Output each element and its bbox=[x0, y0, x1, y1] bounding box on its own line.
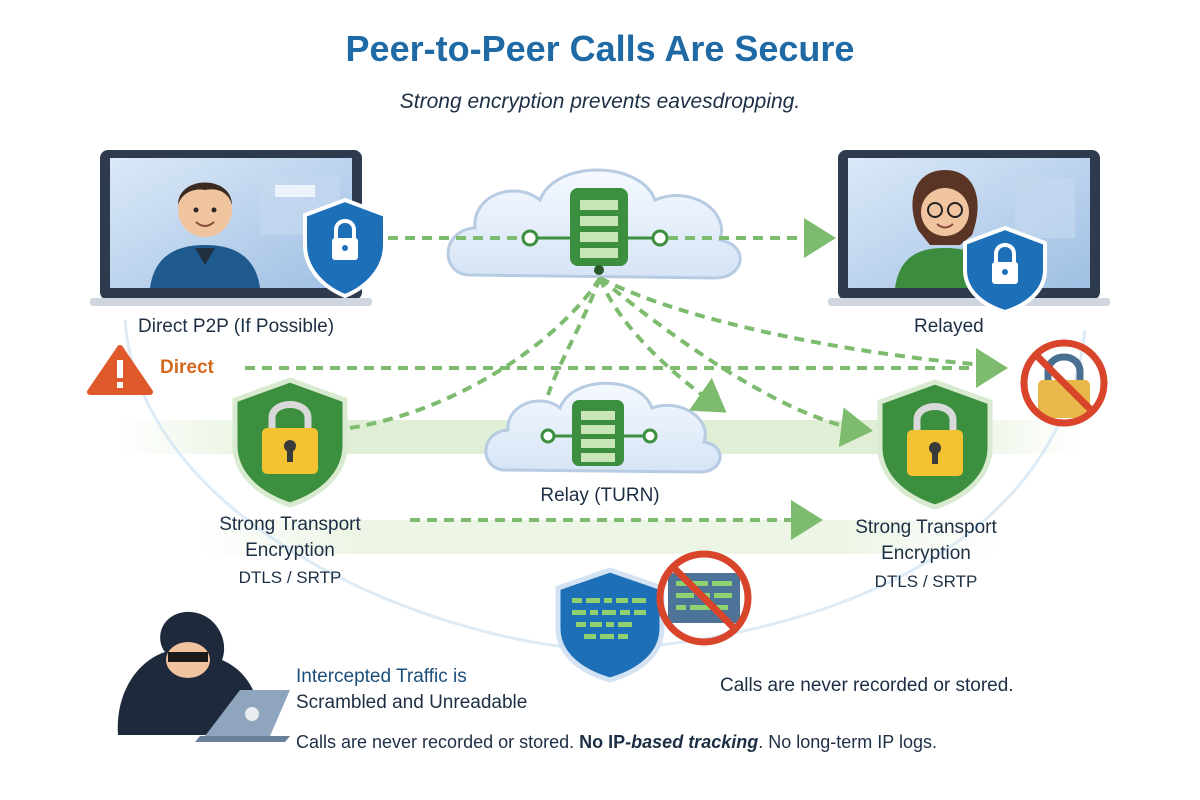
shield-lock-icon bbox=[232, 377, 348, 508]
encryption-label-left: Strong Transport Encryption bbox=[219, 514, 361, 561]
privacy-statement-part1: Calls are never recorded or stored. bbox=[296, 732, 575, 752]
direct-label: Direct bbox=[160, 357, 214, 378]
cloud-server-icon bbox=[446, 168, 742, 280]
prohibited-lock-icon bbox=[1020, 339, 1108, 427]
privacy-statement: Calls are never recorded or stored. No I… bbox=[296, 732, 937, 753]
page-title: Peer-to-Peer Calls Are Secure bbox=[345, 28, 855, 69]
data-flow-lines bbox=[245, 218, 1008, 540]
direct-p2p-text: Direct P2P bbox=[138, 316, 229, 337]
intercepted-line-1: Intercepted Traffic is bbox=[296, 666, 467, 687]
intercepted-line-2: Scrambled and Unreadable bbox=[296, 692, 528, 713]
relay-turn-label: Relay (TURN) bbox=[540, 485, 660, 506]
prohibited-data-icon bbox=[656, 550, 752, 646]
intercepted-traffic-label: Intercepted Traffic is Scrambled and Unr… bbox=[296, 664, 527, 716]
encryption-label-right: Strong Transport Encryption bbox=[855, 517, 997, 564]
privacy-statement-part3: -based tracking bbox=[625, 732, 759, 752]
data-stream-band bbox=[200, 520, 1000, 554]
privacy-statement-part4: . No long-term IP logs. bbox=[758, 732, 937, 752]
direct-p2p-note: (If Possible) bbox=[233, 316, 335, 337]
hacker-laptop-icon bbox=[117, 611, 290, 742]
shield-lock-icon bbox=[877, 379, 993, 510]
page-subtitle: Strong encryption prevents eavesdropping… bbox=[399, 90, 801, 113]
protocol-label-right: DTLS / SRTP bbox=[874, 572, 978, 591]
relayed-label: Relayed bbox=[914, 316, 984, 337]
shield-lock-icon bbox=[303, 197, 387, 299]
scrambled-data-shield-icon bbox=[555, 567, 665, 683]
protocol-label-left: DTLS / SRTP bbox=[238, 568, 342, 587]
privacy-statement-part2: No IP bbox=[579, 732, 626, 752]
shield-lock-icon bbox=[963, 225, 1047, 315]
warning-icon bbox=[87, 345, 153, 395]
cloud-relay-server-icon bbox=[484, 381, 722, 474]
direct-p2p-label: Direct P2P (If Possible) bbox=[138, 316, 334, 338]
never-recorded-label: Calls are never recorded or stored. bbox=[720, 675, 1014, 696]
